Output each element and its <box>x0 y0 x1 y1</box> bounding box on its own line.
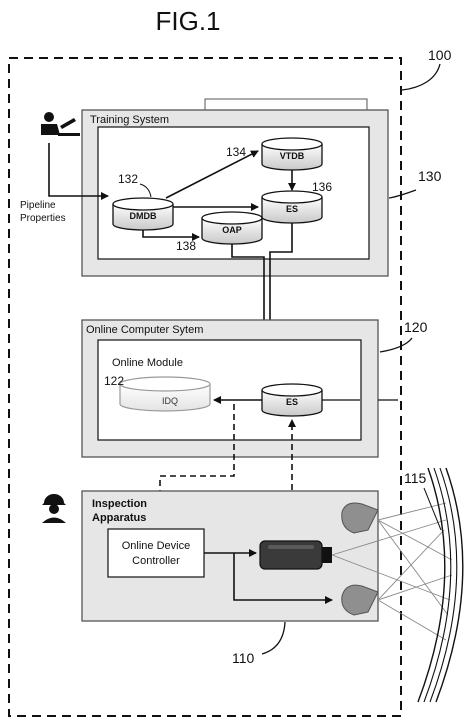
oap-label: OAP <box>222 225 242 235</box>
ref-130-leader <box>388 189 417 199</box>
ref-130-label: 130 <box>418 168 442 184</box>
worker-helmet-icon <box>42 494 66 523</box>
ref-136-label: 136 <box>312 180 332 194</box>
training-es-label: ES <box>286 204 298 214</box>
figure-title: FIG.1 <box>155 6 220 36</box>
dmdb-to-vtdb-arrow <box>165 150 259 199</box>
ref-100-leader <box>401 63 441 91</box>
ref-134-label: 134 <box>226 145 246 159</box>
ref-132-label: 132 <box>118 172 138 186</box>
ref-132-leader <box>139 183 152 198</box>
ref-100-label: 100 <box>428 47 452 63</box>
pipeline-label-line2: Properties <box>20 213 66 224</box>
vtdb-database: VTDB <box>261 137 323 171</box>
online-device-controller <box>107 528 205 578</box>
user-at-laptop-icon <box>41 112 80 136</box>
training-es-database: ES <box>261 190 323 224</box>
upper-sensor-icon <box>341 502 379 534</box>
controller-label-line2: Controller <box>132 555 180 567</box>
system-boundary <box>8 57 402 717</box>
ref-120-label: 120 <box>404 319 428 335</box>
ref-115-label: 115 <box>404 470 427 486</box>
lower-sensor-icon <box>341 584 379 616</box>
inspection-title-line1: Inspection <box>92 498 147 510</box>
controller-to-sensor-arrow <box>233 553 333 604</box>
online-es-label: ES <box>286 397 298 407</box>
idq-label: IDQ <box>162 396 178 406</box>
vtdb-label: VTDB <box>280 151 305 161</box>
online-system-title: Online Computer Sytem <box>86 324 203 336</box>
inspection-title-line2: Apparatus <box>92 512 146 524</box>
ref-110-label: 110 <box>232 650 255 666</box>
idq-database: IDQ <box>119 376 211 412</box>
ref-138-label: 138 <box>176 239 196 253</box>
user-to-dmdb-arrow <box>48 143 109 200</box>
oap-database: OAP <box>201 211 263 245</box>
training-system-title: Training System <box>90 114 169 126</box>
online-module-title: Online Module <box>112 357 183 369</box>
ref-122-label: 122 <box>104 374 124 388</box>
ref-115-leader <box>423 487 442 531</box>
dmdb-database: DMDB <box>112 197 174 231</box>
training-online-link-a <box>231 244 265 352</box>
online-es-database: ES <box>261 383 323 417</box>
pipeline-label-line1: Pipeline <box>20 200 56 211</box>
pipe-wall <box>417 467 464 703</box>
ref-120-leader <box>379 337 413 353</box>
ref-110-leader <box>261 621 286 655</box>
sensing-beams <box>331 502 453 641</box>
dmdb-label: DMDB <box>130 211 157 221</box>
dmdb-to-oap-arrow <box>142 230 200 241</box>
controller-label-line1: Online Device <box>122 540 190 552</box>
camera-device-icon <box>259 540 332 570</box>
